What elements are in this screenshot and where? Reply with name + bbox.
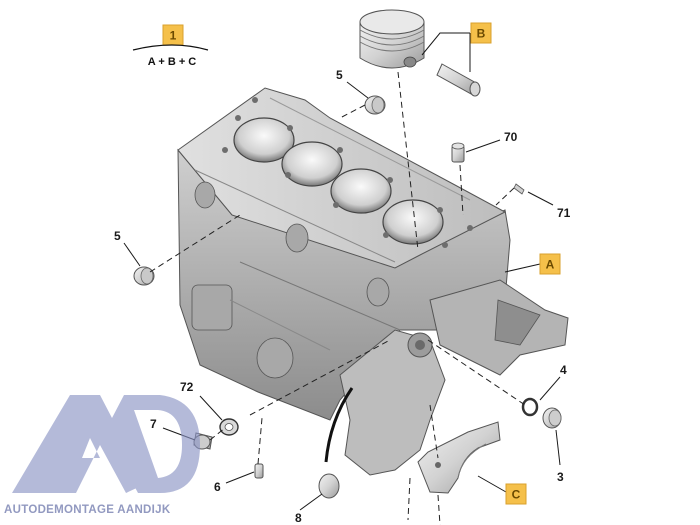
callout-5-top: 5 [336,68,343,82]
callout-72: 72 [180,380,194,394]
washer-72 [219,418,239,436]
callout-3: 3 [557,470,564,484]
callout-70: 70 [504,130,518,144]
callout-6: 6 [214,480,221,494]
callout-4: 4 [560,363,567,377]
tag-a-label: A [546,258,555,272]
callout-71: 71 [557,206,571,220]
seal-4 [521,397,539,417]
leader-lines [123,32,561,511]
bearing-cap [417,421,501,494]
tag-c-label: C [512,488,521,502]
callout-8: 8 [295,511,302,525]
bolt-6 [254,463,264,479]
tag-b-label: B [477,27,486,41]
watermark-logo: AUTODEMONTAGE AANDIJK [4,395,200,516]
piston-pin [436,63,481,97]
callout-numbers: 5 70 71 5 72 7 6 8 4 3 [114,68,571,525]
tag-a: A [539,253,561,275]
callout-7: 7 [150,417,157,431]
piston-assembly [359,9,425,69]
kit-tag: 1 [170,29,177,43]
tag-b: B [470,22,492,44]
watermark-text: AUTODEMONTAGE AANDIJK [4,504,171,516]
dowel-70 [451,142,465,163]
engine-block [177,87,569,476]
callout-5-left: 5 [114,229,121,243]
plug-3 [542,407,562,429]
kit-formula-text: A + B + C [148,56,197,68]
kit-formula: 1 A + B + C [132,24,209,68]
watermark-logo-mark [12,395,200,493]
assembly-lines [149,71,526,525]
plug-left [133,266,155,286]
pin-71 [513,183,525,195]
plug-top [364,95,386,115]
plug-8 [318,473,340,499]
tag-c: C [505,483,527,505]
